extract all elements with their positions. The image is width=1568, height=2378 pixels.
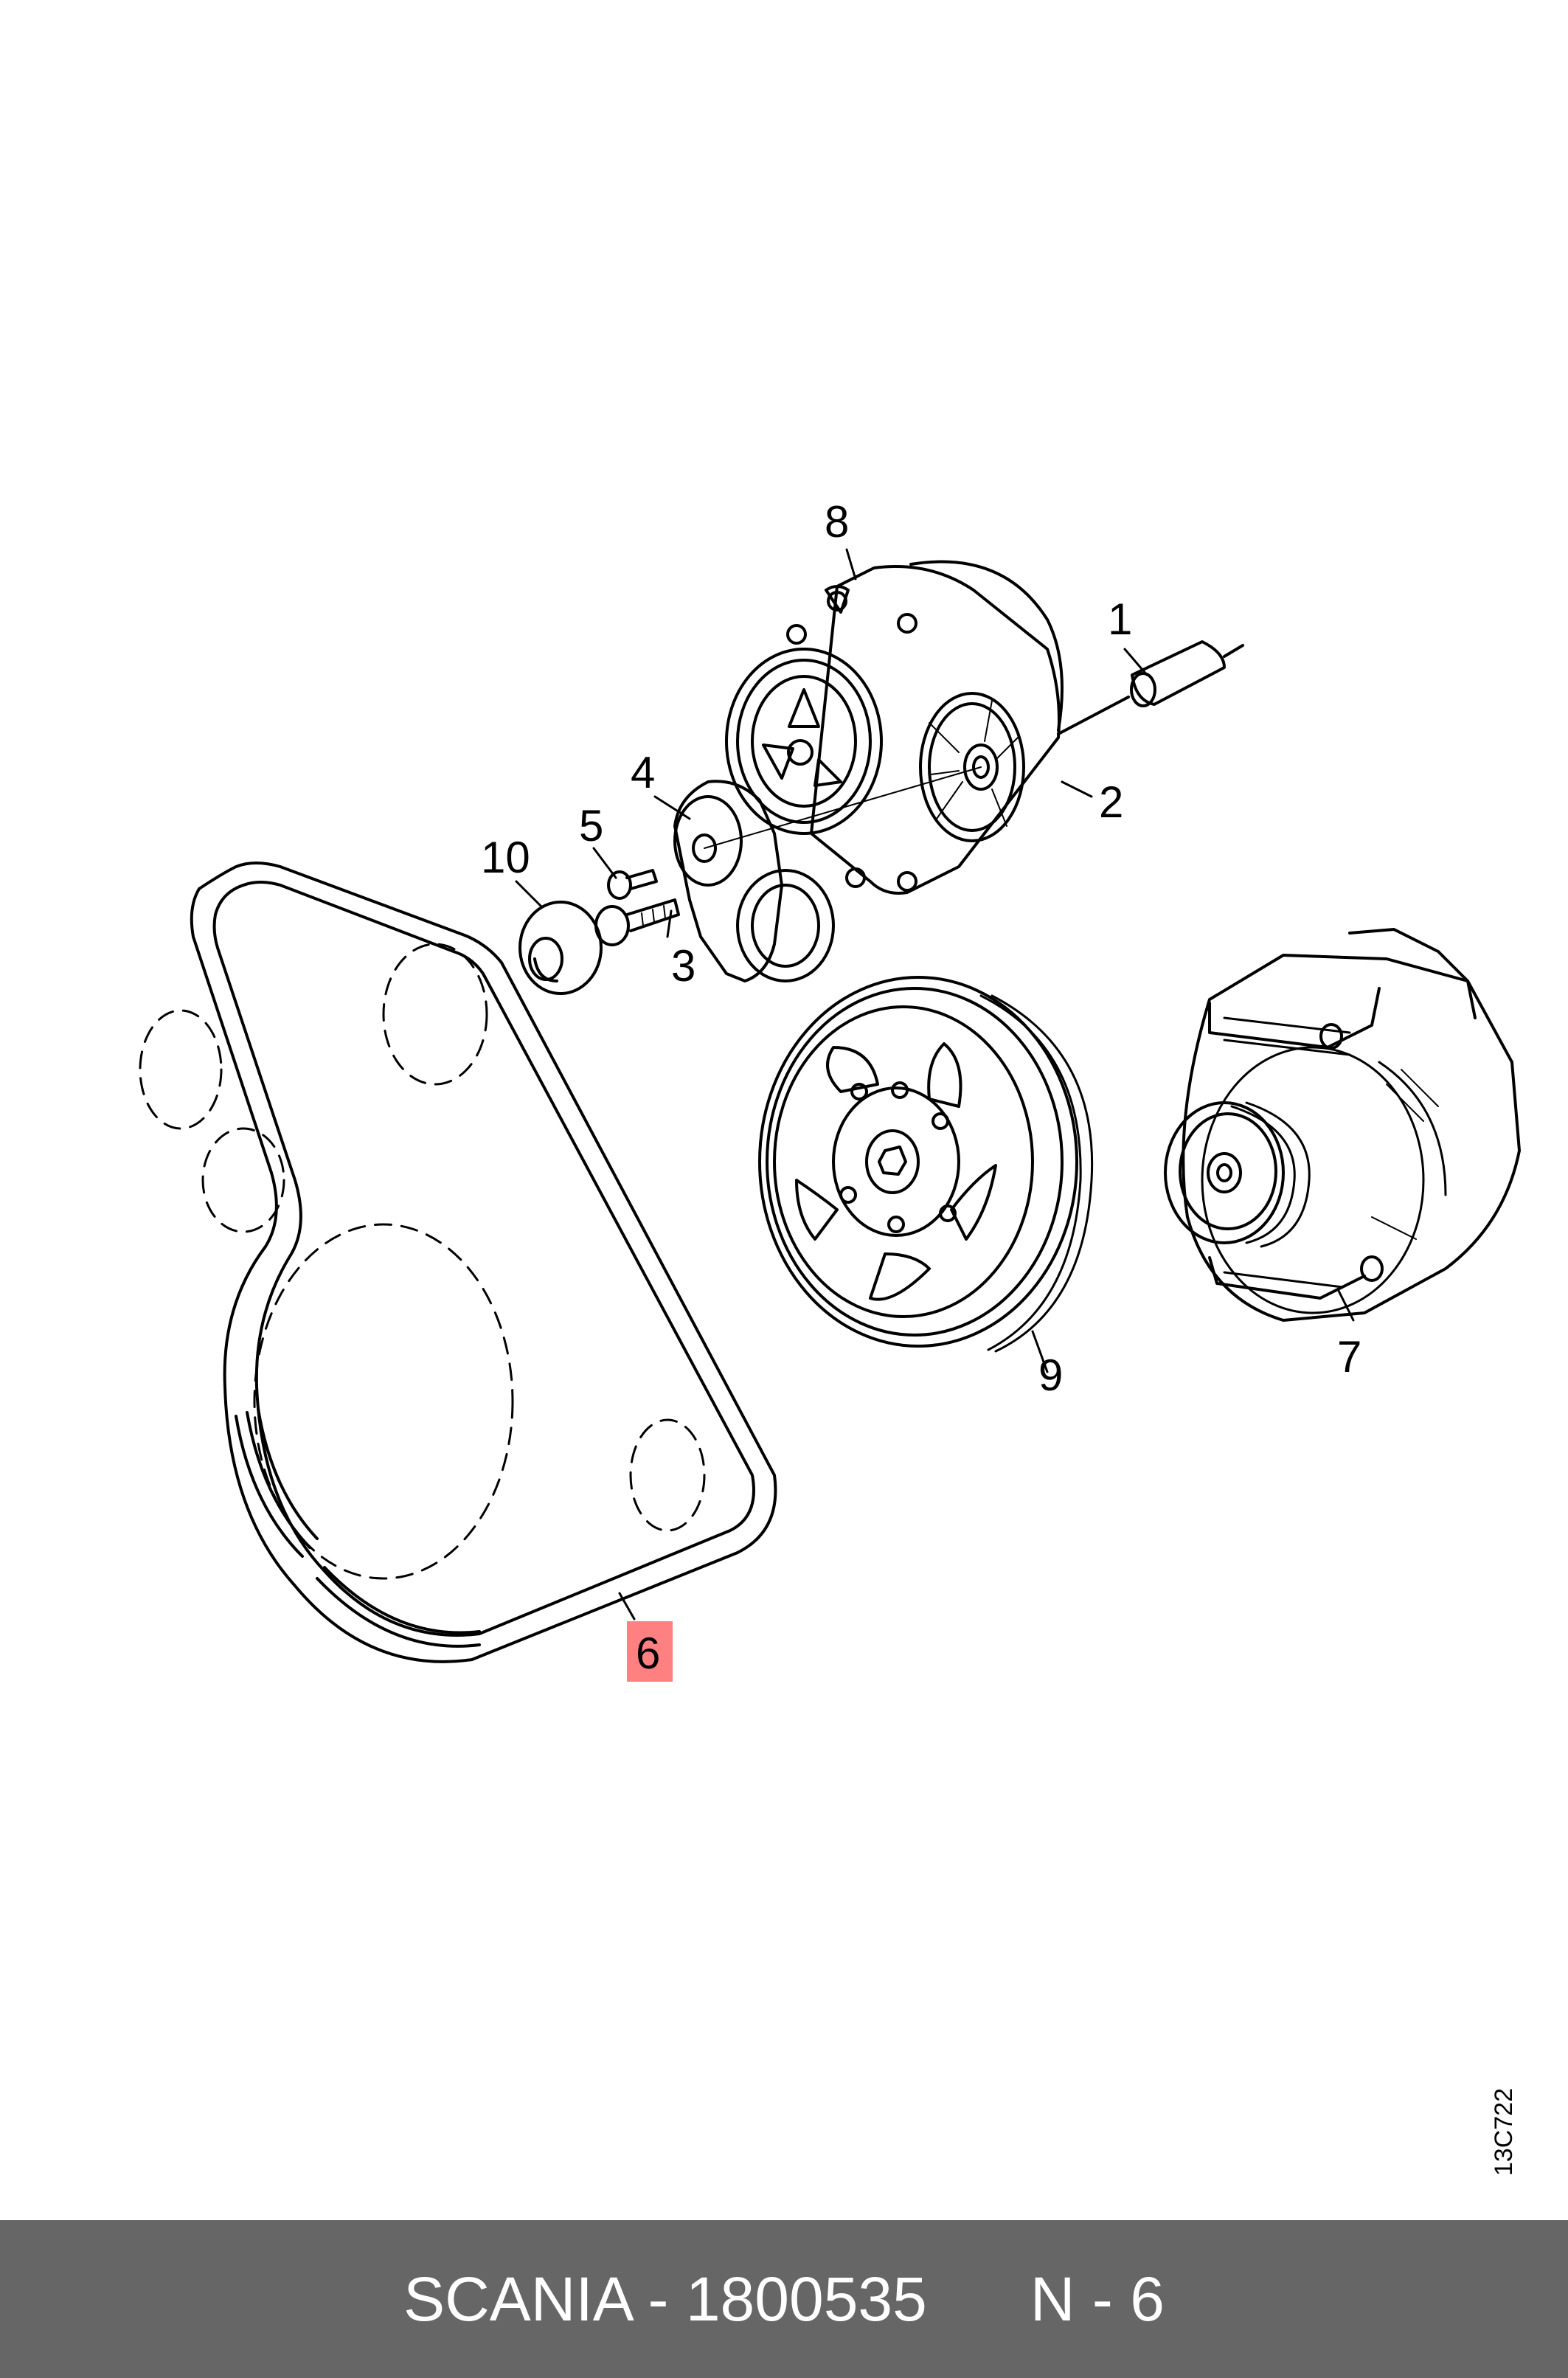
poly-v-belt-part-6: [139, 862, 777, 1663]
callout-5: 5: [579, 801, 603, 850]
belt-tensioner-part-4: [673, 766, 982, 982]
callout-8: 8: [825, 497, 849, 547]
idler-roller-part-2: [919, 692, 1025, 842]
footer-part-number: SCANIA - 1800535 N - 6: [403, 2264, 1165, 2334]
bolt-part-3: [594, 898, 680, 946]
drawing-id-label: 13C722: [1490, 2087, 1518, 2176]
leader-lines: [515, 548, 1355, 1620]
footer-bar: SCANIA - 1800535 N - 6: [0, 2220, 1568, 2378]
callout-6: 6: [636, 1629, 660, 1678]
bolt-part-5: [607, 869, 658, 900]
callout-9: 9: [1038, 1351, 1063, 1400]
exploded-parts-diagram: 8 1 2 4 5 10 3 9 7 6: [139, 497, 1521, 1682]
pulley-cap-part-10: [518, 901, 603, 995]
callout-3: 3: [671, 941, 695, 991]
crank-pulley-part-9: [758, 976, 1094, 1353]
callout-2: 2: [1099, 777, 1123, 827]
spacer-sleeve-part-1: [1057, 640, 1244, 735]
highlight-box: [627, 1621, 673, 1682]
callout-4: 4: [631, 748, 655, 797]
callout-10: 10: [481, 833, 530, 882]
alternator-part-7: [1164, 928, 1521, 1322]
callout-1: 1: [1108, 594, 1132, 644]
pump-housing-part-8: [725, 560, 1064, 895]
callout-7: 7: [1337, 1332, 1361, 1382]
